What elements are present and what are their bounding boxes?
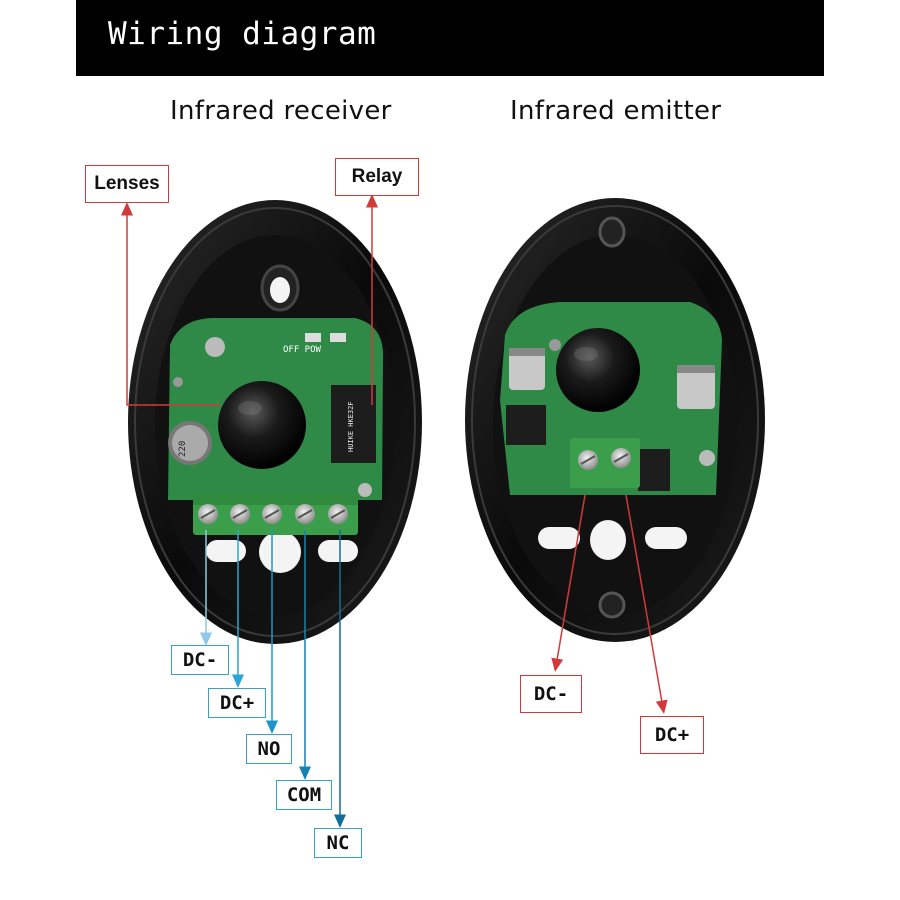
emitter-terminal-label-dc-minus: DC- xyxy=(520,675,582,713)
mount-hole-icon xyxy=(318,540,358,562)
screw-icon xyxy=(578,448,631,470)
header-banner: Wiring diagram xyxy=(76,0,824,76)
capacitor-icon xyxy=(509,348,545,390)
terminal-label-dc-plus: DC+ xyxy=(208,688,266,718)
screw-icon xyxy=(198,504,348,524)
terminal-label-no: NO xyxy=(246,734,292,764)
relay-label: Relay xyxy=(335,158,419,196)
pcb-status-text: OFF POW xyxy=(283,345,322,355)
mount-hole-icon xyxy=(590,520,626,560)
mount-hole-icon xyxy=(598,216,626,248)
emitter-wire-dc-minus xyxy=(551,494,586,672)
terminal-label-com: COM xyxy=(276,780,332,810)
capacitor-icon xyxy=(677,365,715,409)
receiver-device: OFF POW 220 HUIKE HKE32F xyxy=(128,200,422,644)
capacitor-icon: 220 xyxy=(168,421,212,465)
emitter-device xyxy=(465,198,765,642)
receiver-title: Infrared receiver xyxy=(170,96,392,126)
mount-hole-icon xyxy=(259,531,301,573)
terminal-label-dc-minus: DC- xyxy=(171,645,229,675)
svg-text:HUIKE HKE32F: HUIKE HKE32F xyxy=(347,401,355,452)
lens-dome-icon xyxy=(218,381,306,469)
mount-hole-icon xyxy=(206,540,246,562)
page-title: Wiring diagram xyxy=(108,16,377,52)
lenses-callout-line xyxy=(121,202,220,406)
lens-dome-icon xyxy=(556,328,640,412)
mount-hole-icon xyxy=(645,527,687,549)
terminal-label-nc: NC xyxy=(314,828,362,858)
emitter-title: Infrared emitter xyxy=(510,96,722,126)
emitter-wire-dc-plus xyxy=(625,494,668,714)
lenses-label: Lenses xyxy=(85,165,169,203)
emitter-terminal-label-dc-plus: DC+ xyxy=(640,716,704,754)
svg-text:220: 220 xyxy=(178,441,188,457)
relay-icon: HUIKE HKE32F xyxy=(331,385,376,463)
mount-hole-icon xyxy=(538,527,580,549)
